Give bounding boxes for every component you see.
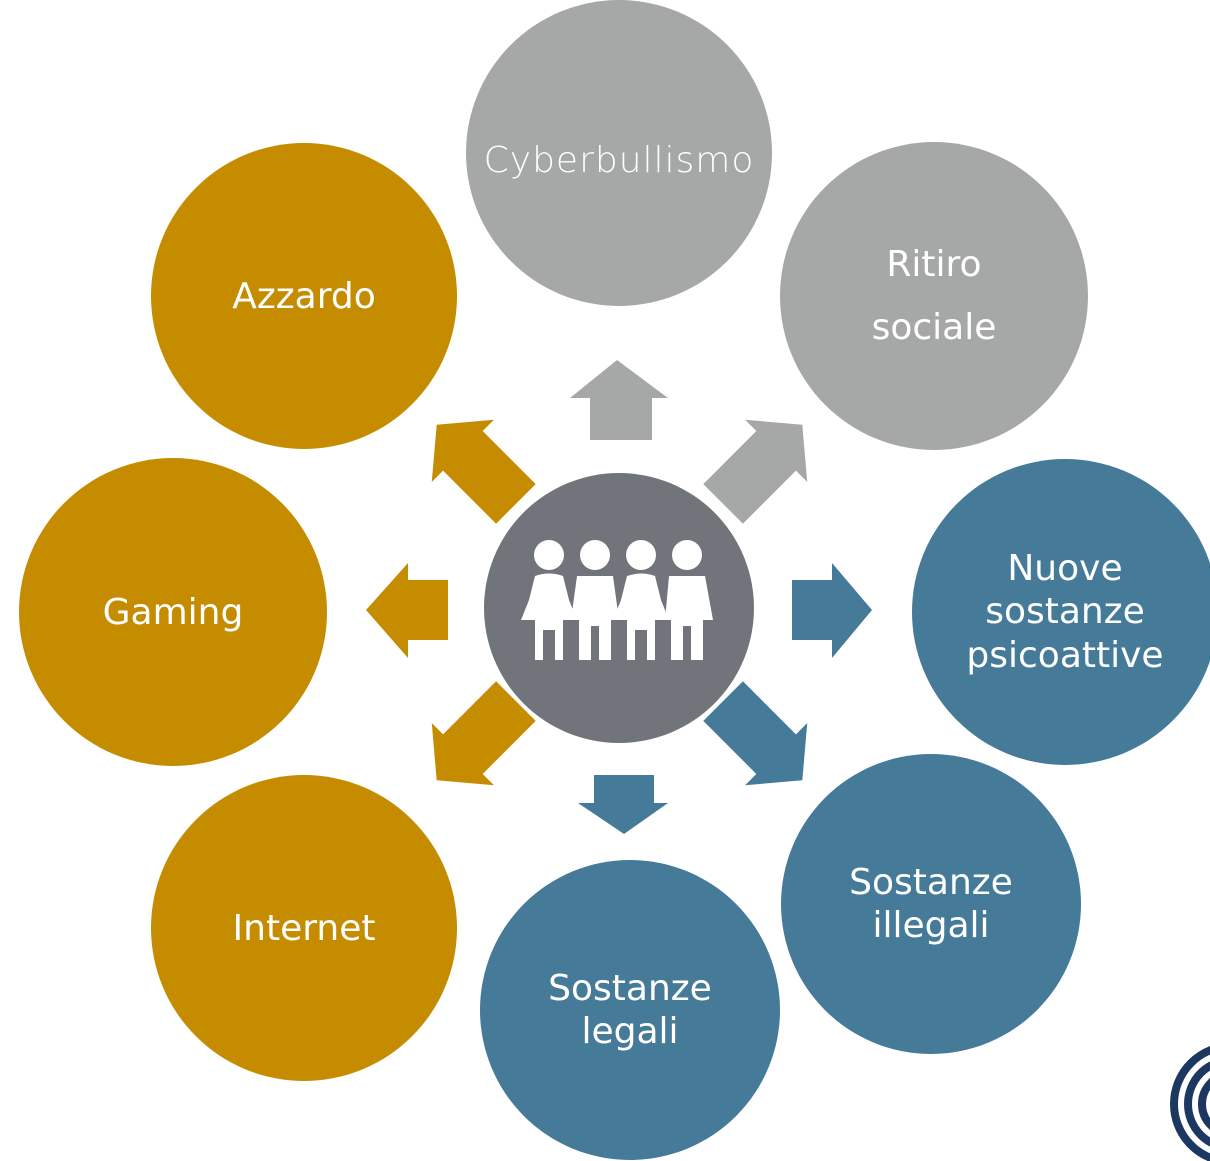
node-label: Sostanze legali (548, 967, 712, 1052)
arrow-left-icon (366, 563, 448, 658)
node-label: Ritiro sociale (871, 244, 997, 348)
node-sostanze-illegali: Sostanze illegali (781, 754, 1081, 1054)
node-internet: Internet (151, 775, 457, 1081)
arrow-right-icon (792, 563, 872, 658)
arrow-down-right-icon (703, 681, 808, 786)
node-label: Nuove sostanze psicoattive (966, 548, 1164, 676)
node-label: Cyberbullismo (483, 140, 755, 181)
node-cyberbullismo: Cyberbullismo (466, 0, 772, 306)
arrow-down-left-icon (431, 681, 536, 786)
node-label: Internet (232, 907, 376, 949)
arrow-down-icon (578, 775, 668, 834)
node-ritiro-sociale: Ritiro sociale (780, 142, 1088, 450)
node-sostanze-legali: Sostanze legali (480, 860, 780, 1160)
node-azzardo: Azzardo (151, 143, 457, 449)
arrow-up-icon (570, 360, 668, 440)
node-label: Sostanze illegali (849, 861, 1013, 946)
node-nuove-sostanze: Nuove sostanze psicoattive (912, 459, 1210, 765)
arrow-up-left-icon (431, 419, 536, 524)
node-gaming: Gaming (19, 458, 327, 766)
center-node (484, 473, 754, 743)
arrow-up-right-icon (703, 419, 808, 524)
group-of-people-icon (521, 540, 713, 660)
node-label: Gaming (102, 591, 244, 633)
node-label: Azzardo (232, 275, 376, 317)
